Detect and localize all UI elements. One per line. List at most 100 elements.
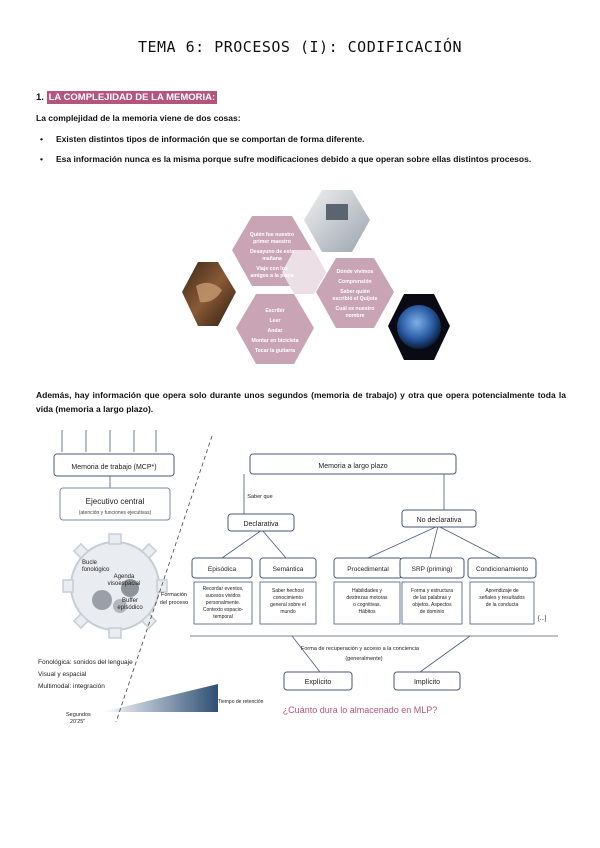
semantica-box [259, 557, 317, 579]
episodica-desc-box [193, 581, 253, 625]
desc-text: general sobre el [270, 602, 306, 608]
buffer-label: episódico [117, 605, 143, 611]
hex-text: mañana [262, 256, 282, 262]
srp-desc-box [401, 581, 463, 625]
explicito-label: Explícito [305, 679, 332, 686]
explicito-box [283, 671, 353, 691]
hex-text: amigos a la playa [251, 273, 294, 279]
condicionamiento-desc-box [469, 581, 535, 625]
episodica-box [191, 557, 253, 579]
ejecutivo-label: Ejecutivo central [86, 497, 145, 506]
hexagon-procedural [236, 294, 314, 364]
implicito-box [393, 671, 461, 691]
mlp-label: Memoria a largo plazo [318, 463, 387, 470]
srp-box [399, 557, 465, 579]
saber-que-label: Saber que [247, 494, 272, 500]
semantica-label: Semántica [273, 566, 304, 573]
bucle-label: fonológico [82, 567, 110, 573]
gear-icon [62, 533, 168, 639]
no-declarativa-box [401, 509, 477, 528]
section-heading-text: LA COMPLEJIDAD DE LA MEMORIA: [46, 91, 218, 104]
desc-text: Saber hechos/ [272, 588, 305, 594]
retention-wedge [102, 684, 218, 712]
segundos-label: 20'25" [70, 719, 85, 725]
left-list-item: Multimodal: integración [38, 683, 105, 690]
hex-text: Andar [268, 328, 283, 334]
hex-text: Quién fue nuestro [250, 232, 294, 238]
hex-text: escribió el Quijote [333, 296, 378, 302]
hex-text: Dónde vivimos [337, 269, 374, 275]
formacion-label: Formación [161, 592, 187, 598]
desc-text: Contexto espacio- [203, 607, 244, 613]
hexagon-center [282, 250, 326, 294]
ellipsis-label: [...] [538, 616, 547, 622]
hex-text: primer maestro [253, 239, 291, 245]
left-list-item: Visual y espacial [38, 671, 87, 678]
desc-text: de la conducta [486, 602, 519, 608]
agenda-label: Agenda [114, 574, 135, 580]
mlp-box [249, 453, 457, 475]
desc-text: mundo [280, 609, 296, 615]
mcp-box [53, 453, 175, 477]
hex-text: Tocar la guitarra [255, 348, 295, 354]
desc-text: Recordar eventos, [203, 586, 244, 592]
condicionamiento-label: Condicionamiento [476, 566, 528, 573]
hex-text: Cuál es nuestro [336, 306, 375, 312]
forma-label: Forma de recuperación y acceso a la conc… [301, 646, 420, 652]
hex-text: Leer [270, 318, 281, 324]
generalmente-label: (generalmente) [345, 656, 382, 662]
paragraph-memory-duration: Además, hay información que opera solo d… [36, 390, 566, 414]
hexagon-figure: Quién fue nuestro primer maestro Desayun… [182, 190, 450, 364]
memory-diagram: Memoria de trabajo (MCP*) Ejecutivo cent… [38, 430, 558, 725]
hex-text: Escribir [265, 308, 284, 314]
left-list-item: Fonológica: sonidos del lenguaje [38, 659, 133, 666]
ejecutivo-box [59, 487, 171, 521]
desc-text: de dominio [420, 609, 445, 615]
intro-text: La complejidad de la memoria viene de do… [36, 113, 241, 123]
laptop-screen-shape [326, 204, 348, 220]
desc-text: Hábitos [359, 609, 376, 615]
desc-text: objetos. Aspectos [412, 602, 452, 608]
laptop-photo [304, 190, 370, 252]
semantica-desc-box [259, 581, 317, 625]
hex-text: Viaje con los [256, 266, 288, 272]
desc-text: Habilidades y [352, 588, 383, 594]
tiempo-label: Tiempo de retención [218, 699, 264, 705]
desc-text: personalmente. [206, 600, 240, 606]
guitar-hand-shape [196, 282, 222, 303]
question-label: ¿Cuánto dura lo almacenado en MLP? [283, 705, 438, 715]
segundos-label: Segundos [66, 712, 91, 718]
desc-text: Aprendizaje de [485, 588, 519, 594]
buffer-label: Buffer [122, 598, 138, 604]
hexagon-semantic [316, 258, 394, 328]
procedimental-desc-box [333, 581, 401, 625]
agenda-label: visoespacial [108, 581, 141, 587]
bullet-item: Esa información nunca es la misma porque… [40, 154, 531, 164]
bullet-item: Existen distintos tipos de información q… [40, 134, 364, 144]
hex-text: Montar en bicicleta [252, 338, 299, 344]
section-number: 1. [36, 92, 44, 103]
formacion-label: del proceso [160, 600, 188, 606]
no-declarativa-label: No declarativa [417, 517, 462, 524]
hex-text: Comprensión [338, 279, 371, 285]
declarativa-box [227, 513, 295, 532]
desc-text: Forma y estructura [411, 588, 453, 594]
page-title: TEMA 6: PROCESOS (I): CODIFICACIÓN [137, 38, 463, 56]
procedimental-label: Procedimental [347, 566, 389, 573]
desc-text: señales y resultados [479, 595, 525, 601]
condicionamiento-box [467, 557, 537, 579]
implicito-label: Implícito [414, 679, 440, 686]
desc-text: conocimiento [273, 595, 303, 601]
divider-dashed [115, 435, 213, 723]
episodica-label: Episódica [208, 566, 237, 573]
hex-text: Saber quién [340, 289, 370, 295]
srp-label: SRP (priming) [412, 566, 453, 573]
desc-text: sucesos vividos [205, 593, 241, 599]
desc-text: temporal [213, 614, 232, 620]
bucle-label: Bucle [82, 560, 98, 566]
desc-text: o cognitivas. [353, 602, 381, 608]
desc-text: destrezas motoras [346, 595, 388, 601]
desc-text: de las palabras y [413, 595, 451, 601]
declarativa-label: Declarativa [243, 521, 278, 528]
earth-globe-shape [397, 305, 441, 349]
